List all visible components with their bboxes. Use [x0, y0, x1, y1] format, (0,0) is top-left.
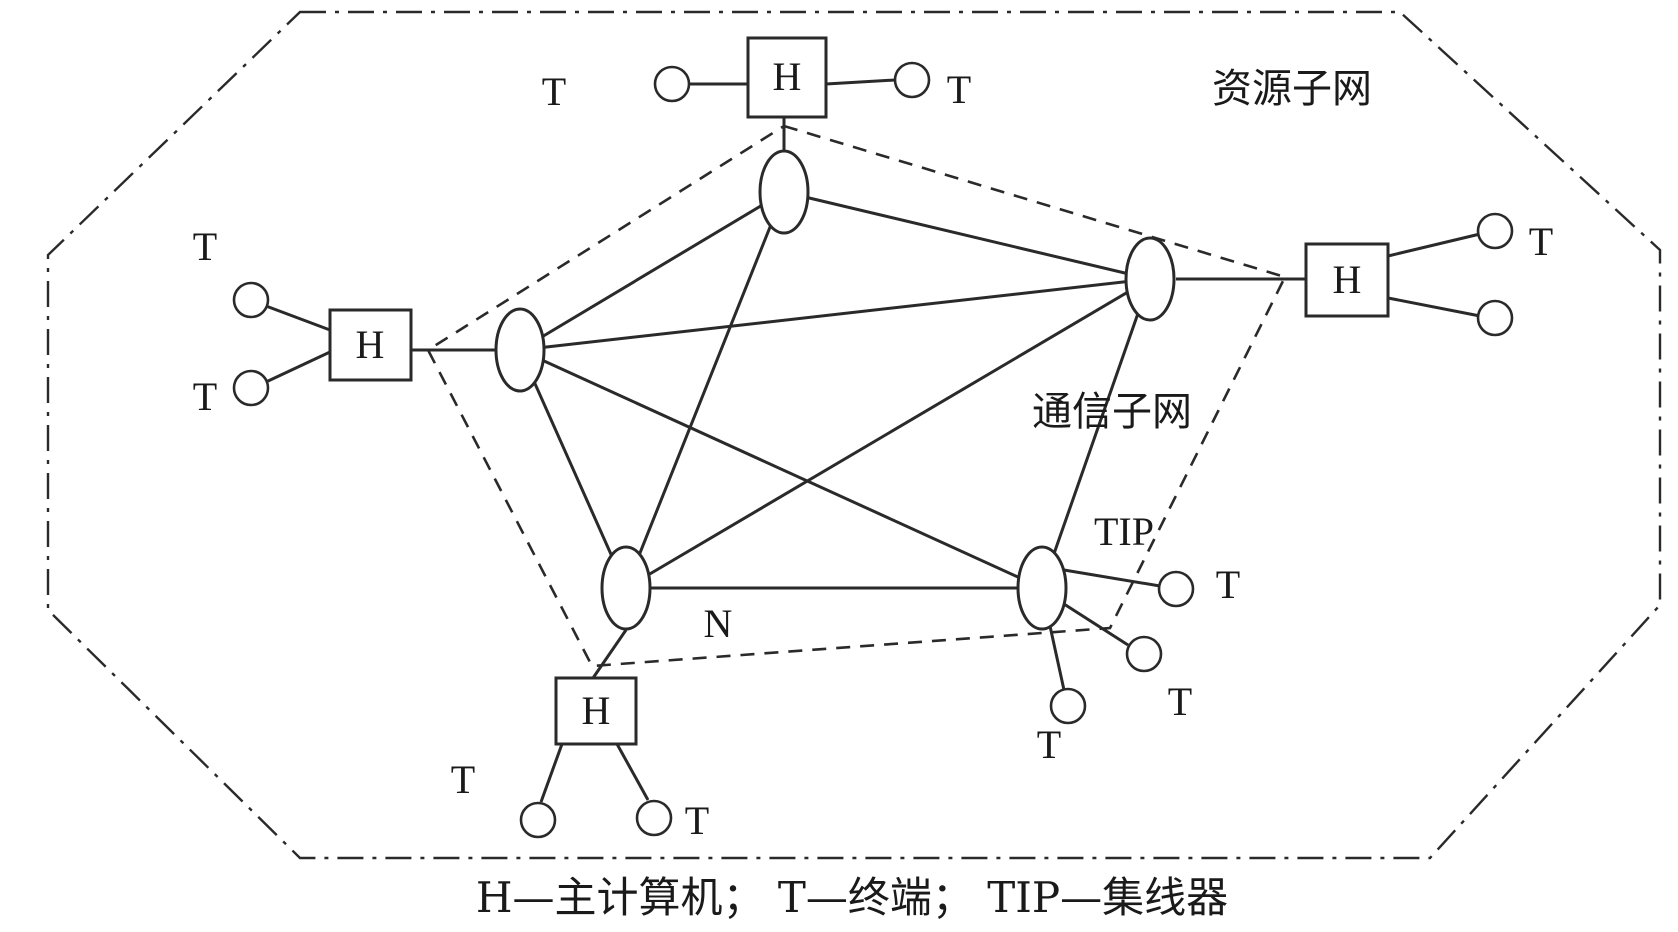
- legend-caption: H—主计算机； T—终端； TIP—集线器: [476, 873, 1228, 922]
- terminal-labels: T T T T T T T T T T: [193, 67, 1553, 843]
- terminal-circle: [653, 65, 691, 103]
- host-box: [328, 308, 413, 382]
- terminal-circle: [1125, 635, 1163, 673]
- terminal-circle: [1049, 687, 1087, 725]
- terminal-circle: [1157, 570, 1195, 608]
- host-top: H: [746, 36, 828, 119]
- host-box: [746, 36, 828, 119]
- comm-links: [518, 190, 1152, 590]
- terminal-link: [1063, 602, 1129, 647]
- host-bottom-link: [591, 629, 628, 679]
- node-n-label: N: [704, 601, 733, 646]
- terminal-circle: [1476, 299, 1514, 337]
- link-right-bottomleft: [625, 277, 1151, 590]
- terminal-link: [1063, 568, 1161, 588]
- host-label: H: [582, 688, 611, 733]
- terminal-link: [1387, 296, 1481, 318]
- link-left-right: [519, 277, 1151, 352]
- host-label: H: [773, 54, 802, 99]
- terminal-circle: [893, 61, 931, 99]
- terminal-link: [265, 304, 331, 332]
- terminal-link: [1048, 625, 1066, 691]
- node-top: [758, 149, 810, 235]
- link-left-tip: [519, 348, 1043, 590]
- node-right: [1124, 236, 1176, 322]
- link-left-bottomleft: [518, 349, 628, 589]
- host-box: [1304, 242, 1390, 318]
- terminal-circle: [635, 799, 673, 837]
- terminal-label: T: [685, 798, 709, 843]
- link-top-left: [519, 190, 785, 352]
- comm-subnet-boundary: [426, 124, 1287, 668]
- terminal-circle: [232, 369, 270, 407]
- terminal-circle: [519, 801, 557, 839]
- terminal-link: [265, 350, 331, 384]
- comm-nodes: [494, 149, 1176, 631]
- terminal-label: T: [1037, 722, 1061, 767]
- terminal-label: T: [947, 67, 971, 112]
- resource-subnet-label: 资源子网: [1212, 66, 1372, 112]
- host-box: [554, 676, 638, 746]
- resource-subnet-boundary: [46, 10, 1662, 860]
- terminal-label: T: [1216, 562, 1240, 607]
- terminal-links: [265, 78, 1481, 803]
- node-left: [494, 307, 546, 393]
- link-top-right: [783, 190, 1151, 281]
- terminal-circle: [232, 281, 270, 319]
- host-bottom: H: [554, 676, 638, 746]
- node-n: [600, 545, 652, 631]
- host-right: H: [1304, 242, 1390, 318]
- terminal-label: T: [1168, 679, 1192, 724]
- terminal-link: [1387, 232, 1481, 258]
- terminal-link: [539, 743, 564, 803]
- host-links: [411, 117, 1306, 679]
- terminal-link: [615, 743, 650, 801]
- host-label: H: [356, 322, 385, 367]
- terminal-label: T: [542, 69, 566, 114]
- terminal-label: T: [193, 374, 217, 419]
- terminal-label: T: [451, 757, 475, 802]
- terminals: [232, 61, 1514, 839]
- host-left: H: [328, 308, 413, 382]
- node-tip: [1016, 545, 1068, 631]
- terminal-label: T: [193, 224, 217, 269]
- terminal-circle: [1476, 212, 1514, 250]
- link-top-bottomleft: [624, 191, 786, 589]
- terminal-label: T: [1529, 219, 1553, 264]
- host-label: H: [1333, 257, 1362, 302]
- comm-subnet-label: 通信子网: [1032, 389, 1192, 435]
- link-right-tip: [1040, 278, 1152, 589]
- terminal-link: [825, 78, 896, 86]
- node-tip-label: TIP: [1094, 509, 1154, 554]
